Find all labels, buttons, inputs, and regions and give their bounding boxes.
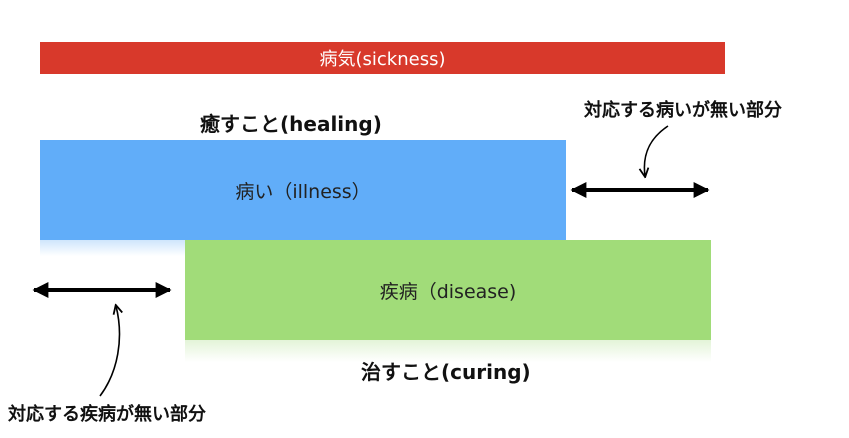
gap-illness-label: 対応する病いが無い部分 <box>584 100 782 121</box>
disease-reflection <box>185 340 711 362</box>
sickness-bar: 病気(sickness) <box>40 42 725 74</box>
illness-box: 病い（illness） <box>40 140 566 240</box>
curing-label: 治すこと(curing) <box>361 360 531 384</box>
gap-illness-pointer-arrow <box>644 125 669 176</box>
sickness-label: 病気(sickness) <box>319 49 446 70</box>
healing-label: 癒すこと(healing) <box>200 112 382 136</box>
illness-reflection <box>40 240 185 256</box>
disease-label: 疾病（disease) <box>379 280 517 303</box>
gap-disease-label: 対応する疾病が無い部分 <box>8 404 206 425</box>
disease-box: 疾病（disease) <box>185 240 711 340</box>
illness-label: 病い（illness） <box>235 180 371 203</box>
gap-disease-pointer-arrow <box>99 306 119 397</box>
